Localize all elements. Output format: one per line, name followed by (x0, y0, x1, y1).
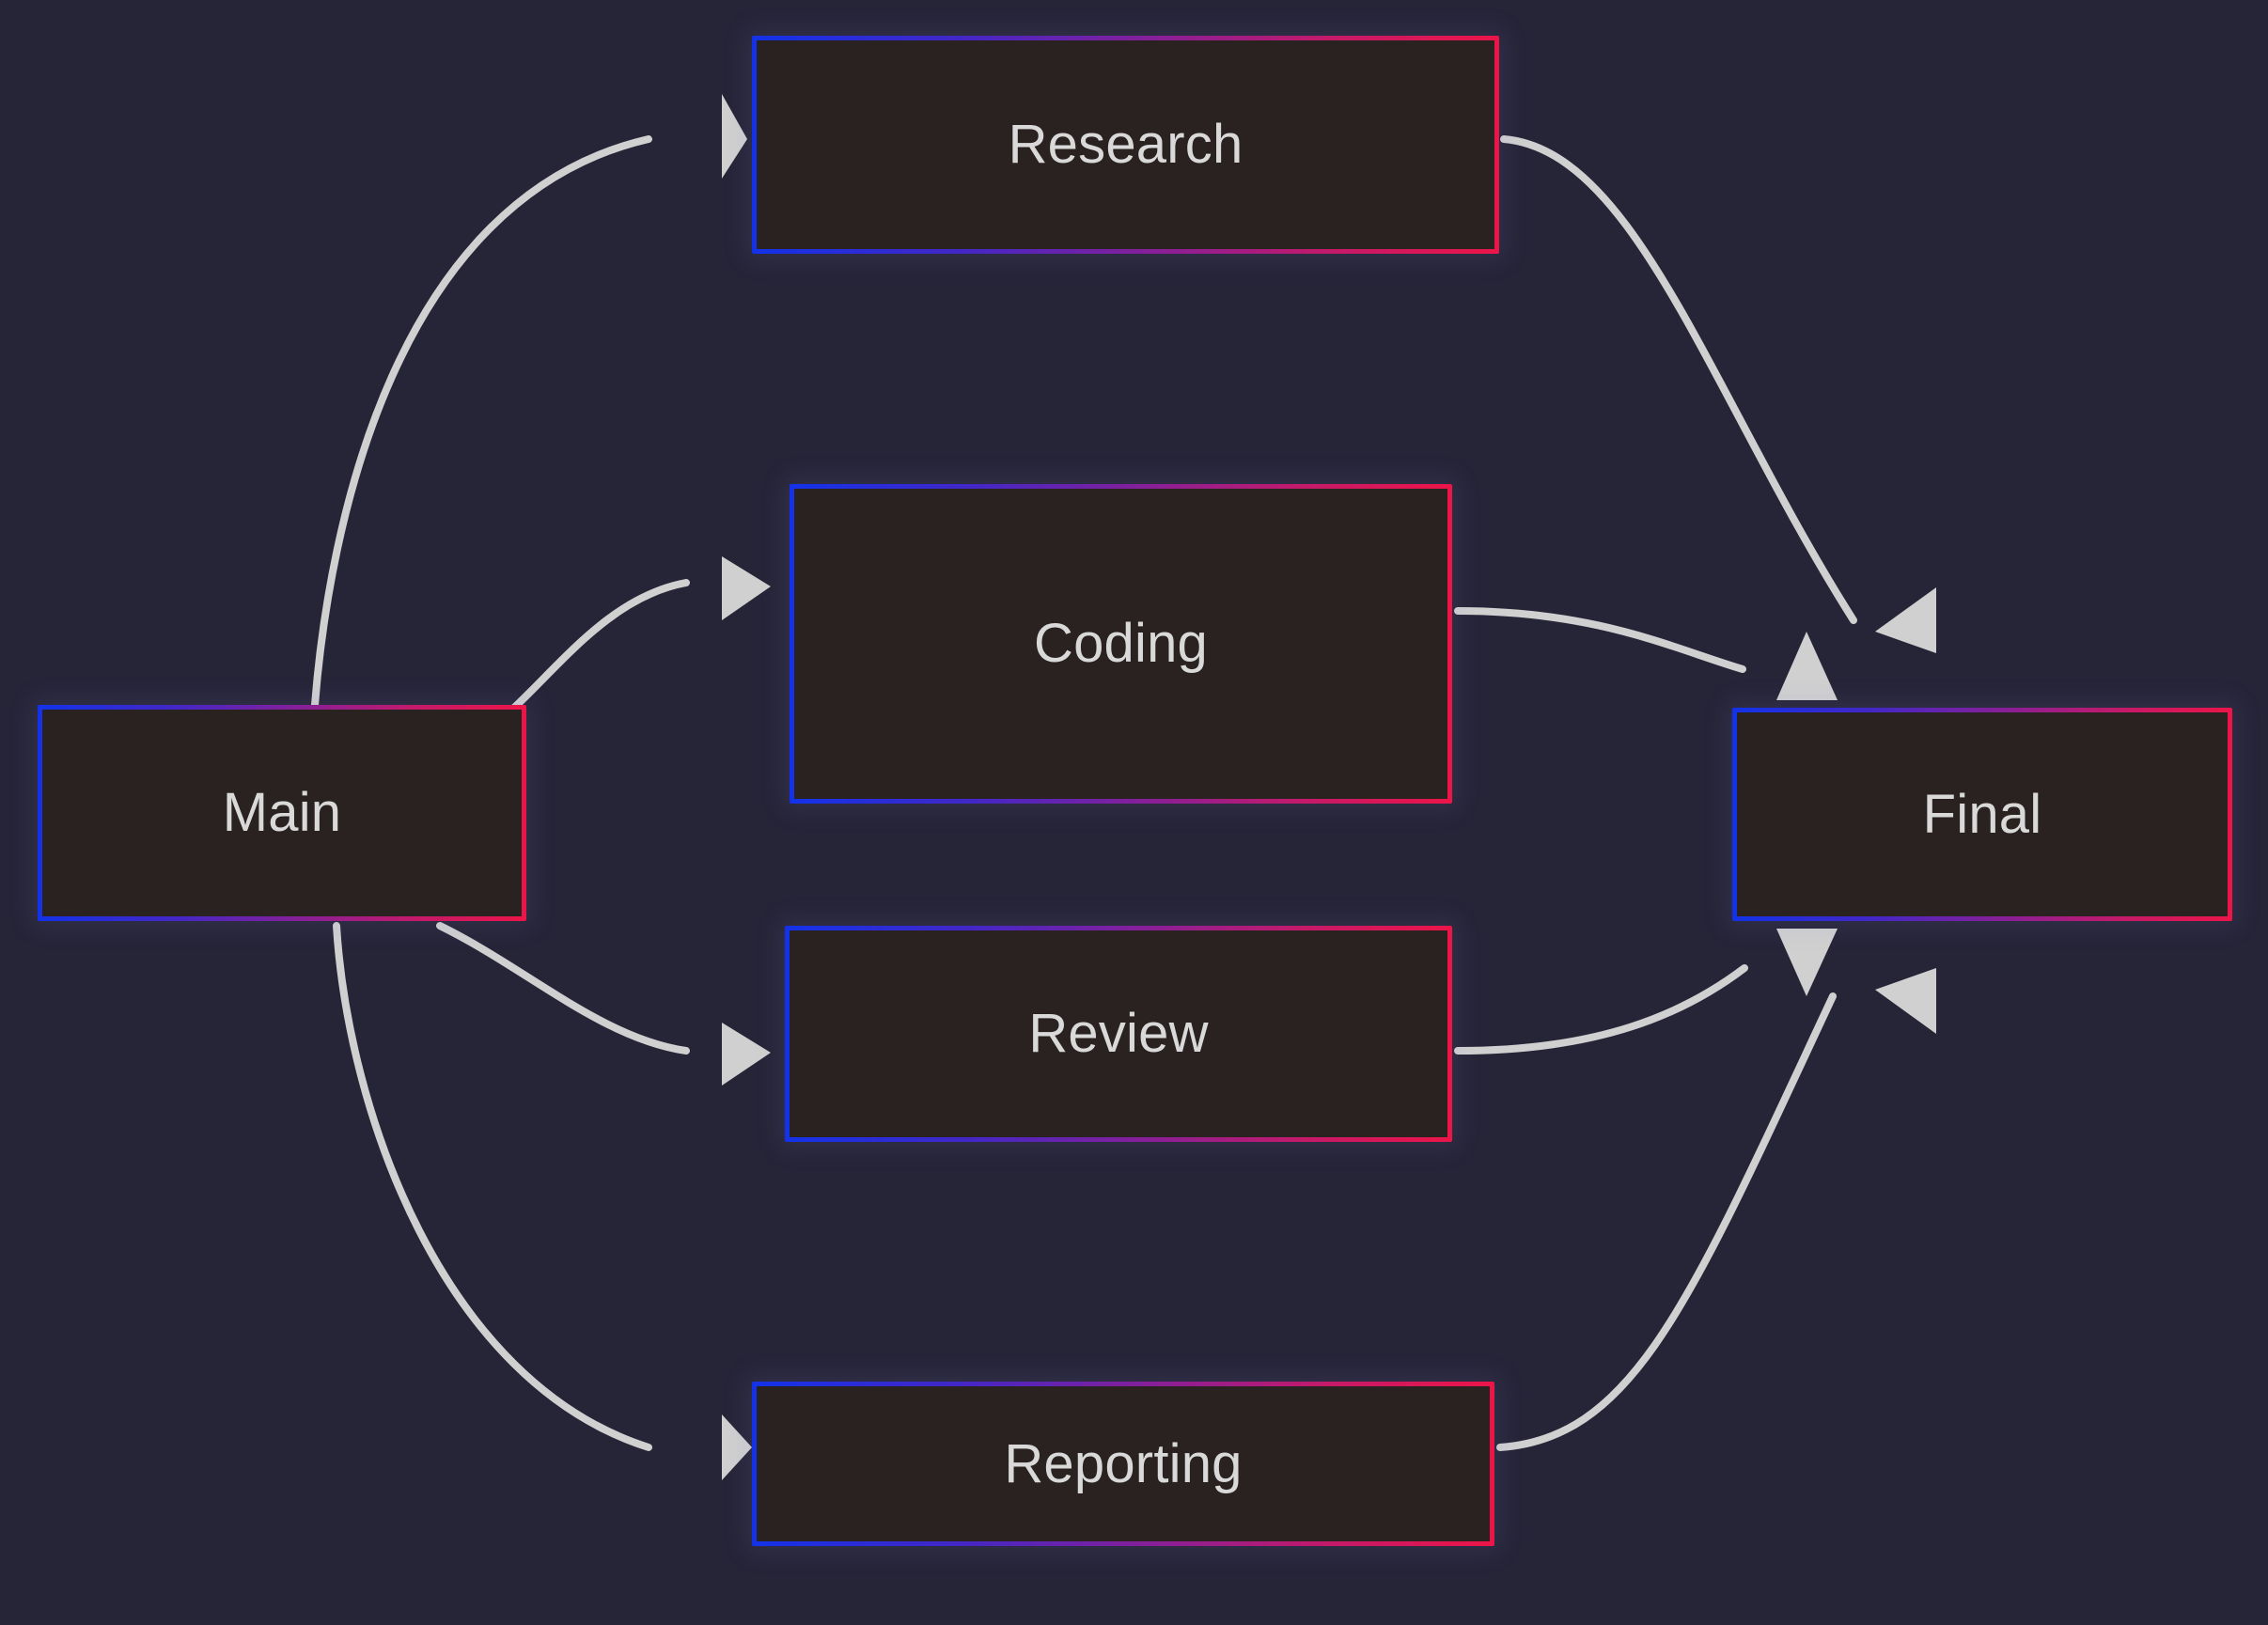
edge-reporting-final (1496, 992, 1837, 1451)
edge-review-final (1454, 964, 1748, 1055)
arrowhead-main-reporting (722, 1414, 752, 1480)
node-research-label: Research (1008, 114, 1243, 175)
arrowhead-reporting-final (1875, 968, 1936, 1034)
node-main[interactable]: Main (38, 705, 526, 921)
arrowhead-review-final (1776, 929, 1838, 996)
node-coding-label: Coding (1034, 613, 1208, 674)
node-main-label: Main (222, 782, 342, 843)
arrowhead-main-review (722, 1023, 771, 1086)
node-reporting[interactable]: Reporting (752, 1382, 1494, 1546)
node-final[interactable]: Final (1732, 708, 2232, 921)
arrowhead-main-coding (722, 556, 771, 620)
edge-main-reporting (333, 922, 652, 1451)
arrowhead-main-research (722, 94, 747, 179)
arrowhead-coding-final (1776, 632, 1838, 700)
arrowhead-research-final (1875, 587, 1936, 653)
edge-coding-final (1454, 607, 1746, 673)
node-research[interactable]: Research (752, 36, 1499, 254)
edge-main-research (311, 135, 652, 709)
node-review-label: Review (1028, 1003, 1209, 1064)
node-coding[interactable]: Coding (790, 484, 1452, 804)
node-final-label: Final (1922, 783, 2042, 845)
node-reporting-label: Reporting (1004, 1432, 1243, 1494)
node-review[interactable]: Review (785, 926, 1452, 1142)
edge-research-final (1500, 135, 1857, 624)
edge-main-review (436, 922, 690, 1055)
